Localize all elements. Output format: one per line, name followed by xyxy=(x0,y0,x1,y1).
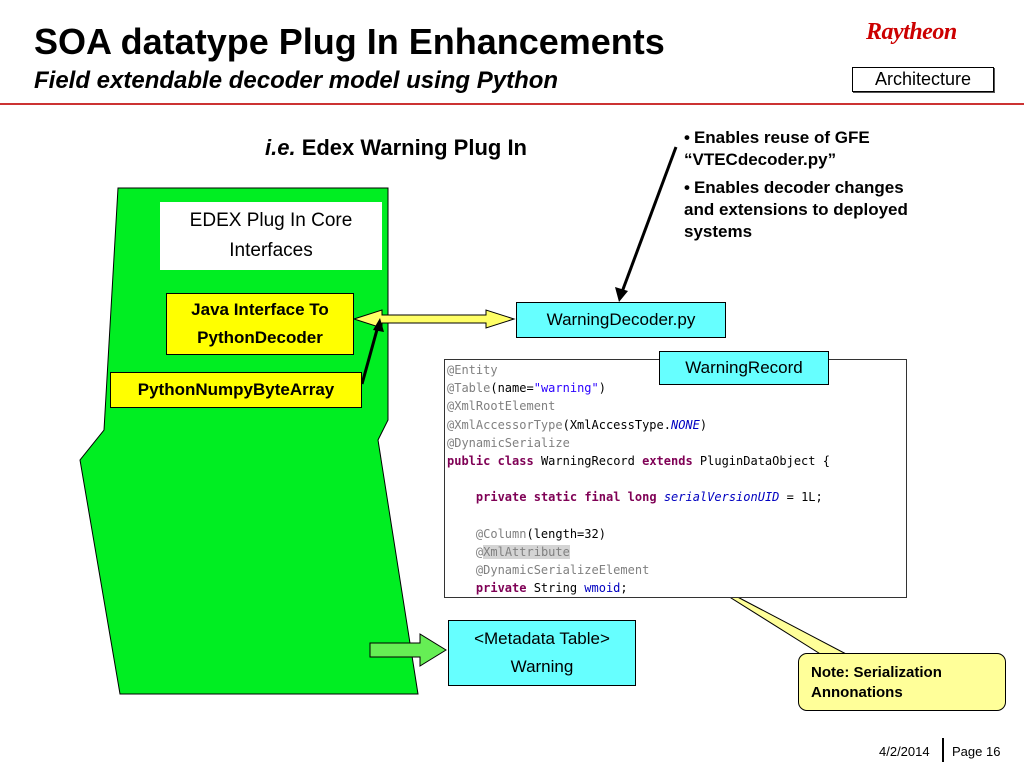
footer-page-number: Page 16 xyxy=(952,744,1001,759)
code-line: private static final long serialVersionU… xyxy=(475,490,823,505)
code-line: @Table(name="warning") xyxy=(447,381,606,396)
bullet-pointer-arrowhead xyxy=(615,287,628,302)
bullet-dot-icon: • xyxy=(684,178,690,197)
header-divider xyxy=(0,103,1024,105)
slide-title: SOA datatype Plug In Enhancements xyxy=(34,21,665,62)
metadata-table-box: <Metadata Table> Warning xyxy=(448,620,636,686)
bullet-item: •Enables reuse of GFE “VTECdecoder.py” xyxy=(684,127,924,171)
code-line: @DynamicSerialize xyxy=(447,435,570,450)
code-line: public class WarningRecord extends Plugi… xyxy=(447,454,830,469)
code-line: @XmlAttribute xyxy=(475,545,570,560)
java-interface-box: Java Interface To PythonDecoder xyxy=(166,293,354,355)
bullet-text: Enables decoder changes and extensions t… xyxy=(684,178,908,241)
footer-date: 4/2/2014 xyxy=(879,744,930,759)
serialization-note: Note: Serialization Annonations xyxy=(798,653,1006,711)
warning-decoder-box: WarningDecoder.py xyxy=(516,302,726,338)
diagram-heading: i.e. Edex Warning Plug In xyxy=(265,135,527,161)
note-line-1: Note: Serialization xyxy=(811,664,942,681)
code-line xyxy=(447,470,906,488)
metadata-line-2: Warning xyxy=(510,657,574,676)
code-listing: @Entity @Table(name="warning") @XmlRootEle… xyxy=(444,359,907,598)
bullet-text: Enables reuse of GFE “VTECdecoder.py” xyxy=(684,128,870,169)
double-arrow xyxy=(352,309,516,329)
java-line-2: PythonDecoder xyxy=(197,328,323,347)
core-line-2: Interfaces xyxy=(229,240,313,261)
core-line-1: EDEX Plug In Core xyxy=(189,210,353,231)
core-interfaces-box: EDEX Plug In Core Interfaces xyxy=(160,202,382,270)
java-line-1: Java Interface To xyxy=(191,300,329,319)
code-line xyxy=(447,507,906,525)
code-line: @Column(length=32) xyxy=(475,526,606,541)
raytheon-logo: Raytheon xyxy=(866,19,957,45)
heading-text: Edex Warning Plug In xyxy=(295,135,527,160)
section-tag: Architecture xyxy=(852,67,994,92)
metadata-line-1: <Metadata Table> xyxy=(474,629,610,648)
slide-subtitle: Field extendable decoder model using Pyt… xyxy=(34,67,559,94)
numpy-connector-arrowhead xyxy=(373,318,384,332)
code-line: @XmlAccessorType(XmlAccessType.NONE) xyxy=(447,417,708,432)
heading-ie: i.e. xyxy=(265,135,296,160)
code-line: @XmlRootElement xyxy=(447,399,556,414)
bullet-item: •Enables decoder changes and extensions … xyxy=(684,177,924,243)
bullet-pointer-line xyxy=(620,146,678,293)
code-line: private String wmoid; xyxy=(475,581,628,596)
code-line: @DynamicSerializeElement xyxy=(475,563,650,578)
numpy-bytearray-box: PythonNumpyByteArray xyxy=(110,372,362,408)
numpy-connector-line xyxy=(360,325,380,385)
benefit-bullets: •Enables reuse of GFE “VTECdecoder.py” •… xyxy=(684,127,924,249)
footer-separator xyxy=(942,738,944,762)
green-arrow xyxy=(369,633,447,667)
code-line: @Entity xyxy=(447,363,498,377)
warning-record-box: WarningRecord xyxy=(659,351,829,385)
note-line-2: Annonations xyxy=(811,684,903,701)
bullet-dot-icon: • xyxy=(684,128,690,147)
